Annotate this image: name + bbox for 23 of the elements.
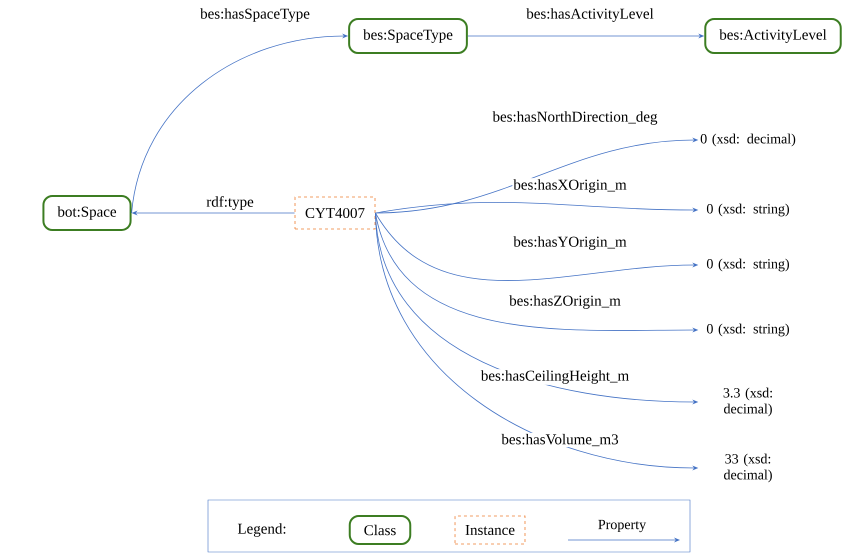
- literal-value: 0 (xsd: string): [706, 204, 789, 216]
- class-box: bes:ActivityLevel: [704, 18, 842, 54]
- edge-label: bes:hasCeilingHeight_m: [480, 369, 630, 385]
- edge-label: bes:hasActivityLevel: [525, 7, 655, 23]
- legend-title: Legend:: [238, 523, 286, 537]
- class-box: bes:SpaceType: [348, 18, 468, 54]
- literal-value: 0 (xsd: string): [706, 258, 789, 272]
- instance-box: CYT4007: [294, 196, 376, 230]
- legend-label: Property: [598, 520, 646, 532]
- edge-label: bes:hasVolume_m3: [500, 432, 620, 448]
- edge-label: bes:hasYOrigin_m: [512, 235, 628, 251]
- literal-value: 3.3 (xsd: decimal): [724, 388, 772, 416]
- edge-label: rdf:type: [205, 195, 255, 211]
- literal-value: 0 (xsd: decimal): [700, 134, 796, 146]
- edge-label: bes:hasXOrigin_m: [512, 178, 628, 194]
- legend-instance-box: Instance: [454, 516, 526, 544]
- edge-label: bes:hasNorthDirection_deg: [492, 110, 658, 126]
- legend-class-box: Class: [348, 515, 412, 545]
- edge-label: bes:hasZOrigin_m: [508, 294, 622, 310]
- literal-value: 0 (xsd: string): [706, 324, 789, 336]
- class-box: bot:Space: [42, 195, 132, 231]
- literal-value: 33 (xsd: decimal): [724, 454, 772, 482]
- edge-label: bes:hasSpaceType: [199, 7, 311, 23]
